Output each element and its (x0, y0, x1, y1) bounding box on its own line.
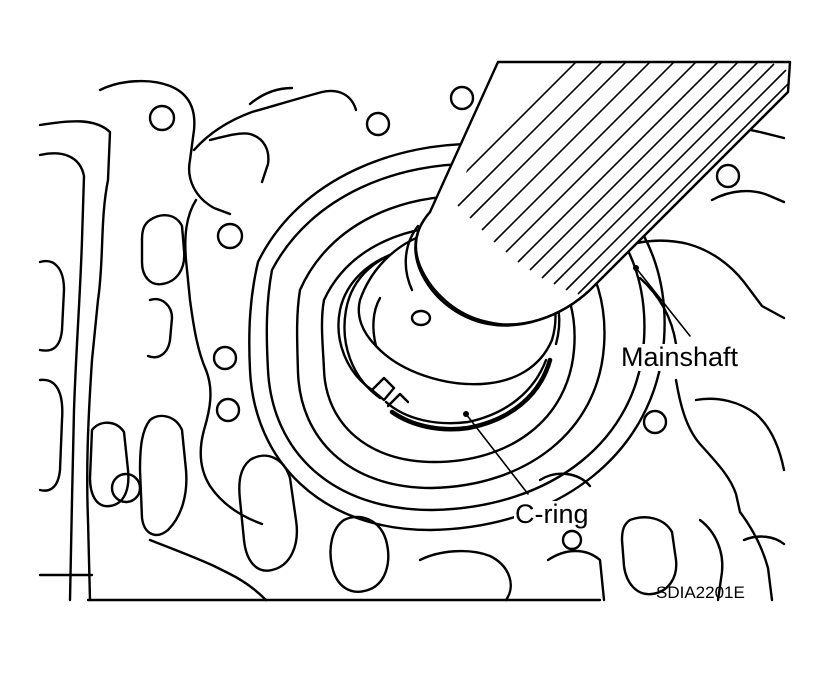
c-ring-label: C-ring (514, 499, 590, 529)
c-ring-leader-line (465, 413, 529, 495)
figure-code: SDIA2201E (656, 583, 745, 602)
c-ring (337, 246, 553, 432)
mainshaft-leader-dot (633, 265, 639, 271)
mainshaft (357, 60, 792, 386)
leader-lines (463, 265, 691, 495)
mainshaft-leader-line (635, 267, 691, 337)
mainshaft-label: Mainshaft (620, 342, 740, 372)
c-ring-leader-dot (463, 411, 469, 417)
